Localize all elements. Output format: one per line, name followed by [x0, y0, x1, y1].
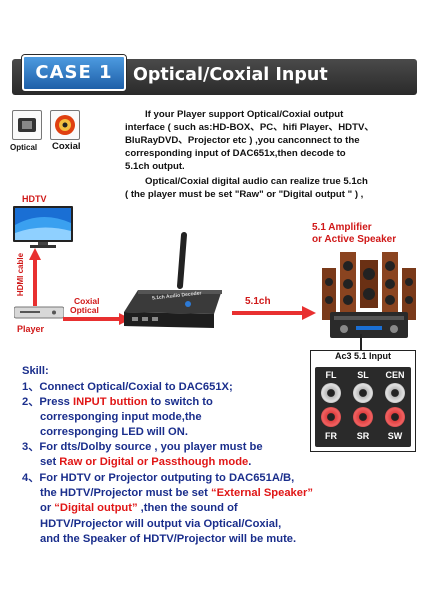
hdtv-label: HDTV — [22, 194, 47, 204]
skill-item-4-line-3-highlight: “Digital output” — [54, 502, 138, 514]
header-banner: CASE 1 Optical/Coxial Input — [2, 55, 422, 97]
skill-item-1: 1、Connect Optical/Coxial to DAC651X; — [22, 381, 233, 393]
skill-item-3-suffix: . — [248, 456, 252, 468]
case-badge: CASE 1 — [22, 55, 126, 91]
hdmi-cable-label: HDMI cable — [16, 252, 26, 297]
description-line-5: 5.1ch output. — [125, 161, 185, 172]
skill-item-3-line-2: set Raw or Digital or Passthough mode. — [40, 455, 251, 470]
ch-output-label: 5.1ch — [245, 296, 271, 307]
jack-fr-icon — [321, 407, 341, 427]
skill-item-4-line-3-prefix: or — [40, 502, 55, 514]
amplifier-label: 5.1 Amplifier — [312, 222, 372, 233]
player-icon — [13, 306, 65, 320]
decoder-device-icon — [118, 232, 228, 332]
jack-label-fl: FL — [325, 370, 337, 380]
skill-item-4: 4、For HDTV or Projector outputing to DAC… — [22, 472, 295, 484]
coaxial-port-icon — [50, 110, 80, 140]
panel-connector-line — [360, 334, 362, 350]
skill-item-2-suffix: to switch to — [147, 396, 213, 408]
coaxial-link-label: Coxial — [74, 296, 100, 306]
skill-item-4-line-3-suffix: ,then the sound of — [137, 502, 238, 514]
skill-heading: Skill: — [22, 365, 49, 377]
skill-item-4-line-2-highlight: “External Speaker” — [210, 487, 313, 499]
description-line-2: interface ( such as:HD-BOX、PC、hifi Playe… — [125, 122, 374, 133]
skill-item-2-highlight: INPUT buttion — [73, 396, 148, 408]
speaker-system-icon — [320, 248, 418, 340]
optical-link-label: Optical — [70, 305, 99, 315]
skill-item-4-line-2: the HDTV/Projector must be set “External… — [40, 486, 313, 501]
active-speaker-label: or Active Speaker — [312, 234, 397, 245]
skill-item-2: 2、Press INPUT buttion to switch to — [22, 395, 213, 410]
description-line-3: BluRayDVD、Projector etc ) ,you canconnec… — [125, 135, 360, 146]
jack-label-fr: FR — [325, 431, 337, 441]
player-label: Player — [17, 324, 45, 334]
hdmi-arrow-icon — [28, 248, 42, 306]
description-line-7: ( the player must be set "Raw" or "Digit… — [125, 189, 364, 200]
jack-fl-icon — [321, 383, 341, 403]
skill-item-2-line-2: corresponging input mode,the — [40, 411, 202, 423]
skill-item-3-highlight: Raw or Digital or Passthough mode — [59, 456, 249, 468]
jack-label-sl: SL — [357, 370, 369, 380]
decoder-to-amplifier-arrow — [232, 306, 316, 320]
jack-label-cen: CEN — [385, 370, 405, 380]
ac3-input-title: Ac3 5.1 Input — [334, 351, 391, 361]
jack-sw-icon — [385, 407, 405, 427]
skill-item-3-prefix: set — [40, 456, 60, 468]
jack-label-sw: SW — [387, 431, 403, 441]
hdtv-icon — [12, 205, 74, 249]
description-line-6: Optical/Coxial digital audio can realize… — [145, 176, 368, 187]
skill-item-4-line-2-prefix: the HDTV/Projector must be set — [40, 487, 211, 499]
skill-item-2-prefix: 2、Press — [22, 396, 73, 408]
description-line-1: If your Player support Optical/Coxial ou… — [145, 109, 344, 120]
jack-grid: FL SL CEN FR SR SW — [315, 367, 411, 447]
optical-port-icon — [12, 110, 42, 140]
jack-label-sr: SR — [356, 431, 370, 441]
description-line-4: corresponding input of DAC651x,then deco… — [125, 148, 346, 159]
page-title: Optical/Coxial Input — [133, 65, 328, 85]
jack-cen-icon — [385, 383, 405, 403]
skill-item-2-line-3: corresponging LED will ON. — [40, 426, 188, 438]
ac3-input-panel: Ac3 5.1 Input FL SL CEN FR SR SW — [310, 350, 416, 452]
jack-sl-icon — [353, 383, 373, 403]
coaxial-label: Coxial — [52, 141, 81, 152]
skill-item-3: 3、For dts/Dolby source , you player must… — [22, 441, 263, 453]
skill-item-4-line-5: and the Speaker of HDTV/Projector will b… — [40, 533, 297, 545]
skill-item-4-line-3: or “Digital output” ,then the sound of — [40, 501, 238, 516]
skill-item-4-line-4: HDTV/Projector will output via Optical/C… — [40, 518, 282, 530]
optical-label: Optical — [10, 143, 38, 152]
jack-sr-icon — [353, 407, 373, 427]
